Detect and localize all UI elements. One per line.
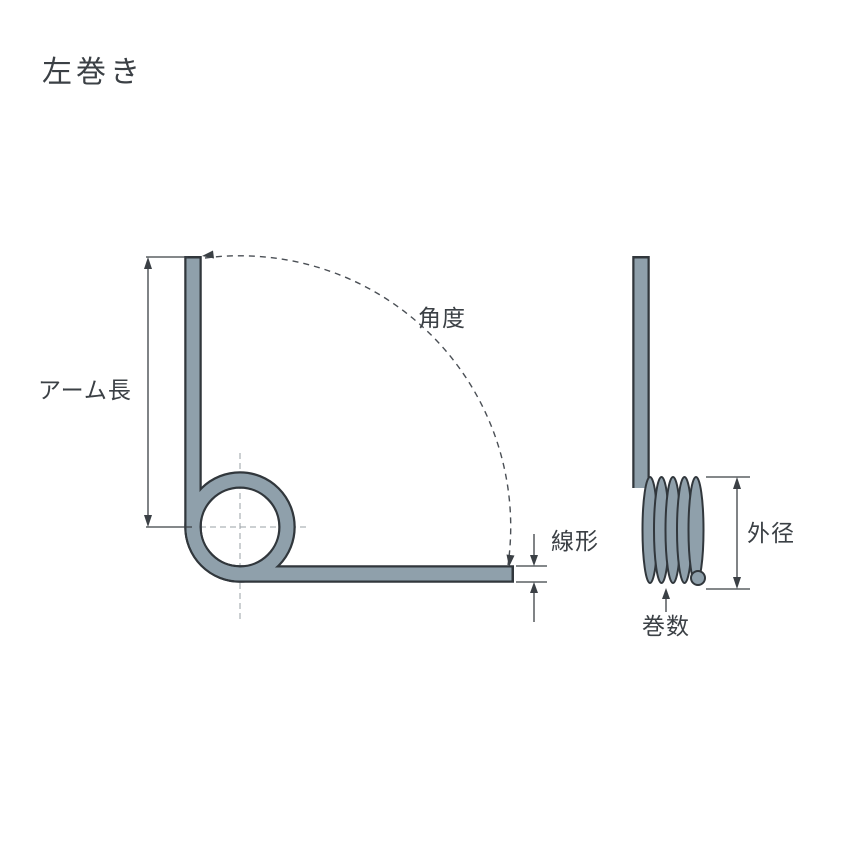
coil-turn [687,476,705,584]
wire-end-dot [690,570,706,586]
outer-diameter-dimension: 外径 [706,476,795,590]
page-title: 左巻き [42,55,144,90]
wire-diameter-label: 線形 [551,529,599,555]
angle-arrowhead-top-icon [202,250,214,259]
front-wire-body-group [186,258,512,581]
front-arms-outline [184,256,514,583]
outer-diameter-arrowhead-up-icon [733,477,741,489]
arm-length-label: アーム長 [38,378,132,404]
angle-dimension: 角度 [202,250,515,567]
front-wire-outline-group [184,256,514,583]
spring-side-view [632,256,706,586]
angle-label: 角度 [418,306,466,332]
coil-count-arrowhead-up-icon [662,588,670,599]
wire-diameter-arrowhead-up-icon [530,582,538,593]
coil-count-callout: 巻数 [642,588,690,640]
wire-diameter-dimension: 線形 [516,529,599,622]
coil-stack [641,476,706,586]
outer-diameter-label: 外径 [747,521,795,547]
coil-centerlines [190,453,308,620]
front-arms-body [186,258,512,581]
coil-stack-fill-group [641,476,706,586]
outer-diameter-arrowhead-down-icon [733,577,741,589]
arm-length-arrowhead-down-icon [144,515,152,527]
arm-length-dimension: アーム長 [38,256,192,528]
wire-diameter-arrowhead-down-icon [530,555,538,566]
arm-length-arrowhead-up-icon [144,257,152,269]
angle-arc [204,255,512,566]
coil-count-label: 巻数 [642,614,690,640]
spring-front-view [184,256,514,583]
angle-arrowhead-bottom-icon [506,554,515,567]
